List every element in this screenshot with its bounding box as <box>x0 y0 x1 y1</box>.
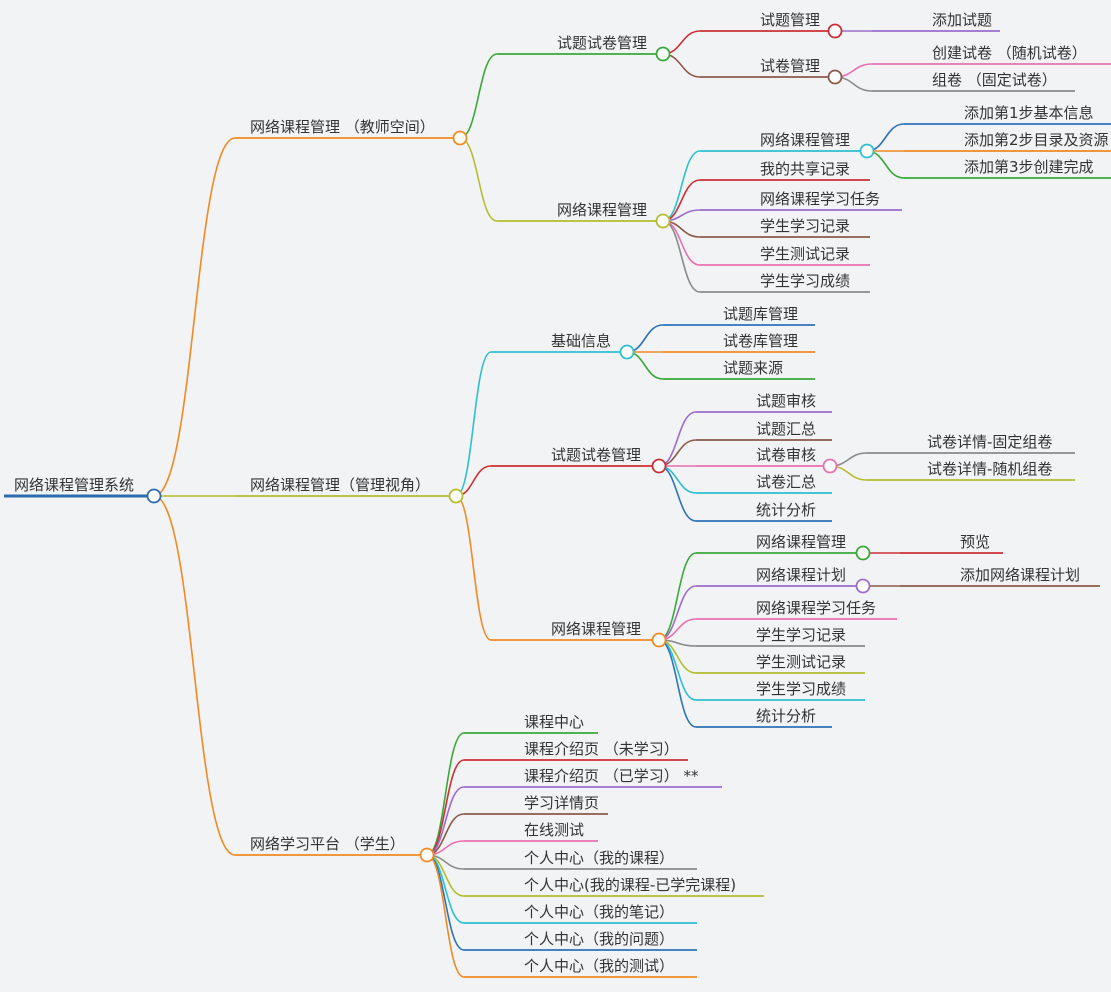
node-label[interactable]: 学生学习记录 <box>756 626 846 644</box>
node-label[interactable]: 网络课程管理 <box>557 201 647 219</box>
node-label[interactable]: 网络课程学习任务 <box>756 599 876 617</box>
connector-mindmap-branches-0-children-0 <box>459 53 498 139</box>
connector-mindmap-branches-1-children-2 <box>455 495 492 641</box>
connector-mindmap-branches-1-children-2-children-0 <box>658 552 697 641</box>
expand-collapse-node[interactable] <box>827 23 843 39</box>
node-label[interactable]: 添加试题 <box>932 11 992 29</box>
node-label[interactable]: 试题库管理 <box>723 305 798 323</box>
node-label[interactable]: 试卷管理 <box>760 57 820 75</box>
expand-collapse-node[interactable] <box>822 458 838 474</box>
connector-mindmap-branches-1-children-1-children-0 <box>658 411 697 467</box>
node-label[interactable]: 我的共享记录 <box>760 160 850 178</box>
node-label[interactable]: 试题试卷管理 <box>557 34 647 52</box>
node-label[interactable]: 网络学习平台 （学生） <box>250 835 405 853</box>
node-label[interactable]: 添加网络课程计划 <box>960 566 1080 584</box>
node-label[interactable]: 添加第1步基本信息 <box>964 104 1094 122</box>
node-label[interactable]: 统计分析 <box>756 501 816 519</box>
node-label[interactable]: 个人中心（我的笔记） <box>524 903 674 921</box>
node-label[interactable]: 课程介绍页 （已学习） ** <box>524 767 699 785</box>
node-label[interactable]: 试题管理 <box>760 11 820 29</box>
expand-collapse-node[interactable] <box>855 578 871 594</box>
expand-collapse-node[interactable] <box>452 130 468 146</box>
connector-mindmap-branches-1-children-1-children-4 <box>658 465 697 522</box>
expand-collapse-node[interactable] <box>827 69 843 85</box>
node-label[interactable]: 添加第3步创建完成 <box>964 158 1094 176</box>
node-label[interactable]: 个人中心（我的课程） <box>524 849 674 867</box>
node-label[interactable]: 基础信息 <box>551 332 611 350</box>
root-label[interactable]: 网络课程管理系统 <box>14 476 134 494</box>
node-label[interactable]: 网络课程管理（管理视角） <box>250 476 430 494</box>
connector-mindmap-branches-2-children-9 <box>426 854 465 978</box>
connector-mindmap-branches-1-children-2-children-6 <box>658 639 697 728</box>
node-label[interactable]: 组卷 （固定试卷） <box>932 71 1057 89</box>
connector-mindmap-branches-2-children-0 <box>426 732 465 856</box>
node-label[interactable]: 学习详情页 <box>524 794 599 812</box>
node-label[interactable]: 个人中心(我的课程-已学完课程) <box>524 876 736 894</box>
expand-collapse-node[interactable] <box>655 213 671 229</box>
node-label[interactable]: 网络课程管理 <box>756 533 846 551</box>
expand-collapse-node[interactable] <box>651 632 667 648</box>
node-label[interactable]: 个人中心（我的测试） <box>524 957 674 975</box>
node-label[interactable]: 学生测试记录 <box>756 653 846 671</box>
node-label[interactable]: 添加第2步目录及资源 <box>964 131 1109 149</box>
node-label[interactable]: 学生学习成绩 <box>760 272 850 290</box>
node-label[interactable]: 试题来源 <box>723 359 783 377</box>
node-label[interactable]: 试题审核 <box>756 392 816 410</box>
node-label[interactable]: 网络课程管理 <box>551 620 641 638</box>
node-label[interactable]: 试卷汇总 <box>756 473 816 491</box>
root-node[interactable] <box>146 488 162 504</box>
connector-mindmap-branches-2 <box>153 495 236 856</box>
node-label[interactable]: 统计分析 <box>756 707 816 725</box>
expand-collapse-node[interactable] <box>419 847 435 863</box>
node-label[interactable]: 网络课程学习任务 <box>760 190 880 208</box>
node-label[interactable]: 课程介绍页 （未学习） <box>524 740 679 758</box>
node-label[interactable]: 学生学习记录 <box>760 217 850 235</box>
connector-mindmap-branches-1-children-2-children-5 <box>658 639 697 701</box>
node-label[interactable]: 网络课程管理 <box>760 131 850 149</box>
expand-collapse-node[interactable] <box>448 488 464 504</box>
connector-mindmap-branches-1-children-0 <box>455 351 492 497</box>
node-label[interactable]: 学生测试记录 <box>760 245 850 263</box>
node-label[interactable]: 试卷审核 <box>756 446 816 464</box>
node-label[interactable]: 预览 <box>960 533 990 551</box>
node-label[interactable]: 在线测试 <box>524 821 584 839</box>
connector-mindmap-branches-0 <box>153 137 236 497</box>
node-label[interactable]: 试题汇总 <box>756 420 816 438</box>
node-label[interactable]: 网络课程管理 （教师空间） <box>250 118 435 136</box>
expand-collapse-node[interactable] <box>859 143 875 159</box>
node-label[interactable]: 网络课程计划 <box>756 566 846 584</box>
node-label[interactable]: 个人中心（我的问题） <box>524 930 674 948</box>
expand-collapse-node[interactable] <box>855 545 871 561</box>
expand-collapse-node[interactable] <box>655 46 671 62</box>
expand-collapse-node[interactable] <box>619 344 635 360</box>
expand-collapse-node[interactable] <box>651 458 667 474</box>
node-label[interactable]: 学生学习成绩 <box>756 680 846 698</box>
connector-mindmap-branches-0-children-1-children-5 <box>662 220 701 293</box>
node-label[interactable]: 课程中心 <box>524 713 584 731</box>
connector-mindmap-branches-0-children-1 <box>459 137 498 222</box>
node-label[interactable]: 试题试卷管理 <box>551 446 641 464</box>
node-label[interactable]: 试卷详情-随机组卷 <box>927 460 1052 478</box>
node-label[interactable]: 试卷库管理 <box>723 332 798 350</box>
node-label[interactable]: 创建试卷 （随机试卷） <box>932 44 1087 62</box>
node-label[interactable]: 试卷详情-固定组卷 <box>927 433 1052 451</box>
